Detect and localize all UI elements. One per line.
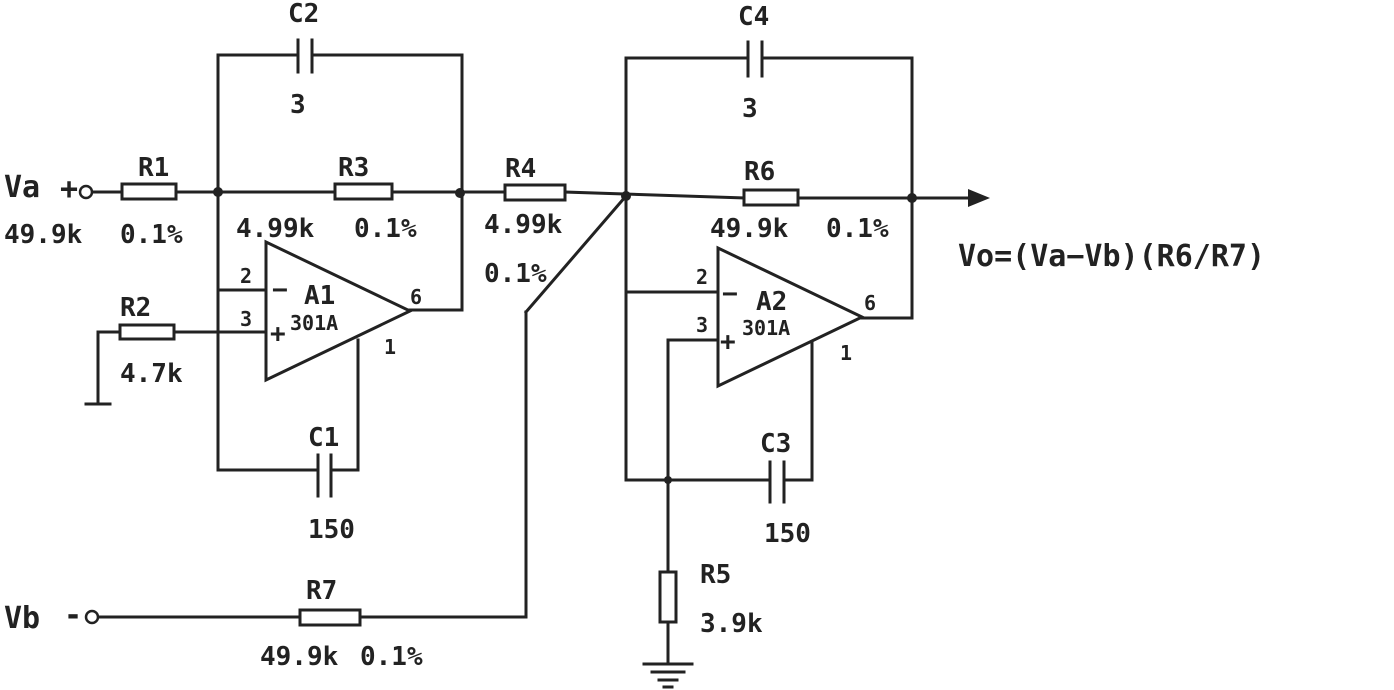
c4-name: C4 bbox=[738, 2, 769, 32]
r5-value: 3.9k bbox=[700, 609, 763, 639]
ground-icon bbox=[642, 662, 694, 689]
r2-value: 4.7k bbox=[120, 359, 183, 389]
a1-pin-noninv: 3 bbox=[240, 307, 252, 331]
a1-name: A1 bbox=[304, 281, 335, 311]
a2-minus: − bbox=[722, 279, 738, 309]
a2-pin-noninv: 3 bbox=[696, 313, 708, 337]
c1-capacitor-icon bbox=[316, 453, 333, 498]
r2-resistor-icon bbox=[118, 323, 176, 341]
r4-name: R4 bbox=[505, 154, 536, 184]
c2-value: 3 bbox=[290, 90, 306, 120]
r7-tolerance: 0.1% bbox=[360, 642, 423, 672]
va-label: Va bbox=[4, 170, 40, 205]
a2-plus: + bbox=[720, 327, 736, 357]
a1-minus: − bbox=[272, 275, 288, 305]
r7-resistor-icon bbox=[298, 608, 362, 627]
r6-tolerance: 0.1% bbox=[826, 214, 889, 244]
c2-name: C2 bbox=[288, 0, 319, 29]
r3-name: R3 bbox=[338, 153, 369, 183]
r3-value: 4.99k bbox=[236, 214, 315, 244]
r1-tolerance: 0.1% bbox=[120, 220, 183, 250]
r1-name: R1 bbox=[138, 153, 169, 183]
junction-dots bbox=[213, 187, 917, 484]
va-sign: + bbox=[60, 172, 78, 207]
a2-pin-inv: 2 bbox=[696, 265, 708, 289]
c1-value: 150 bbox=[308, 515, 355, 545]
r4-resistor-icon bbox=[503, 183, 567, 202]
c4-value: 3 bbox=[742, 94, 758, 124]
r4-value: 4.99k bbox=[484, 210, 563, 240]
output-arrow-icon bbox=[968, 189, 990, 207]
r5-resistor-icon bbox=[658, 570, 678, 624]
a1-pin-comp: 1 bbox=[384, 335, 396, 359]
a1-opamp-icon bbox=[264, 239, 414, 383]
vb-sign: - bbox=[64, 598, 82, 633]
a1-plus: + bbox=[270, 319, 286, 349]
wires bbox=[84, 53, 972, 666]
r1-value: 49.9k bbox=[4, 220, 83, 250]
a1-pin-out: 6 bbox=[410, 285, 422, 309]
r5-name: R5 bbox=[700, 560, 731, 590]
r7-value: 49.9k bbox=[260, 642, 339, 672]
c4-capacitor-icon bbox=[746, 40, 764, 78]
c3-value: 150 bbox=[764, 519, 811, 549]
a1-part: 301A bbox=[290, 311, 338, 335]
r3-resistor-icon bbox=[333, 182, 394, 201]
vb-terminal-icon bbox=[84, 609, 100, 625]
c3-name: C3 bbox=[760, 429, 791, 459]
r6-name: R6 bbox=[744, 157, 775, 187]
c1-name: C1 bbox=[308, 423, 339, 453]
r1-resistor-icon bbox=[120, 182, 178, 201]
output-formula: Vo=(Va−Vb)(R6/R7) bbox=[958, 239, 1265, 274]
a1-pin-inv: 2 bbox=[240, 264, 252, 288]
a2-part: 301A bbox=[742, 316, 790, 340]
a2-name: A2 bbox=[756, 287, 787, 317]
r6-value: 49.9k bbox=[710, 214, 789, 244]
a2-pin-out: 6 bbox=[864, 291, 876, 315]
c3-capacitor-icon bbox=[768, 460, 786, 504]
a2-pin-comp: 1 bbox=[840, 341, 852, 365]
r4-tolerance: 0.1% bbox=[484, 259, 547, 289]
va-terminal-icon bbox=[78, 184, 94, 200]
c2-capacitor-icon bbox=[296, 38, 314, 74]
r3-tolerance: 0.1% bbox=[354, 214, 417, 244]
r7-name: R7 bbox=[306, 576, 337, 606]
r2-name: R2 bbox=[120, 293, 151, 323]
r6-resistor-icon bbox=[742, 188, 800, 207]
vb-label: Vb bbox=[4, 601, 40, 636]
a2-opamp-icon bbox=[716, 245, 866, 389]
